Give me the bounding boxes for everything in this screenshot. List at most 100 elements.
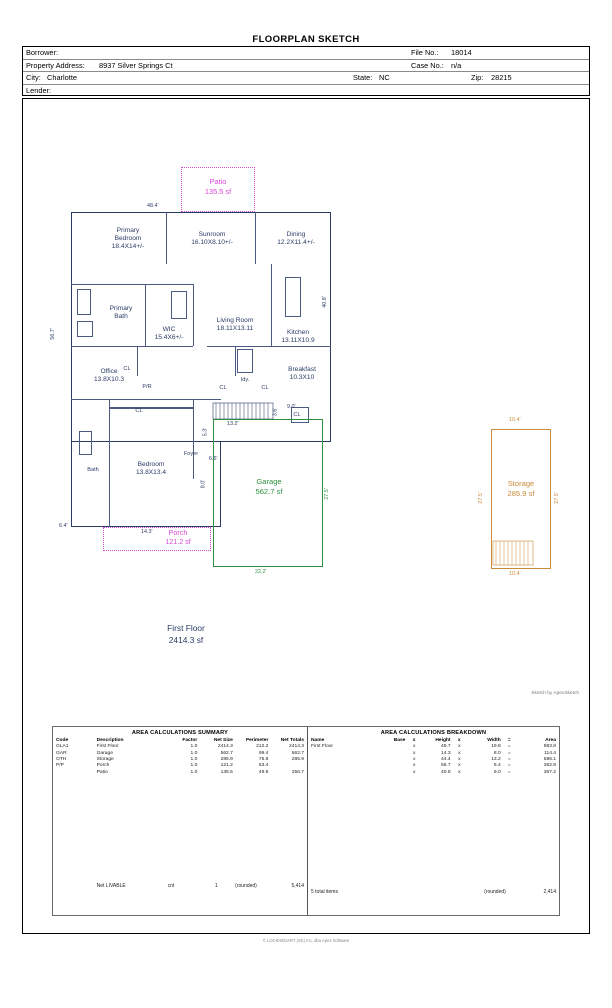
breakdown-col-width: Width xyxy=(487,737,501,743)
summary-factor: 1.0 xyxy=(190,750,198,756)
partition-primary-bed-bottom xyxy=(71,284,193,285)
breakdown-eq: = xyxy=(507,744,511,750)
closet-label-2: CL xyxy=(261,385,269,391)
tub-lower-fixture xyxy=(79,431,92,455)
porch-outline xyxy=(103,527,211,551)
room-sunroom: Sunroom 16.10X8.10+/- xyxy=(171,231,253,247)
breakdown-x2: x xyxy=(458,763,461,769)
dim-garage-right: 27.5' xyxy=(323,488,330,500)
zip-value: 28215 xyxy=(491,73,512,82)
case-no-label: Case No.: xyxy=(411,60,444,70)
breakdown-total-label: 5 total items xyxy=(311,889,338,895)
summary-description: Porch xyxy=(96,763,110,769)
closet-label-1: CL xyxy=(219,385,227,391)
breakdown-eq: = xyxy=(507,750,511,756)
powder-name: P/R xyxy=(142,384,152,390)
room-bath-lower: Bath xyxy=(77,467,109,474)
room-office: Office 13.8X10.3 xyxy=(75,368,143,384)
breakdown-table-grid: Name Base x Height x Width = Area First … xyxy=(308,736,559,775)
breakdown-col-name: Name xyxy=(311,737,325,743)
breakdown-height: 40.8 xyxy=(441,769,451,775)
kitchen-island-fixture xyxy=(285,277,301,317)
breakdown-name: First Floor xyxy=(311,744,334,750)
garage-label: Garage 562.7 sf xyxy=(219,477,319,497)
breakdown-x1: x xyxy=(412,750,416,756)
room-wic: WIC 15.4X6+/- xyxy=(141,326,197,342)
partition-laundry-top xyxy=(207,346,271,347)
closet-label-3: CL xyxy=(135,408,143,414)
summary-perimeter: 75.8 xyxy=(258,756,269,762)
state-value: NC xyxy=(379,73,390,82)
breakdown-width: 9.0 xyxy=(493,769,501,775)
porch-area: 121.2 sf xyxy=(165,537,191,546)
table-row: x 56.7 x 6.4 = 362.8 xyxy=(308,763,559,769)
dim-cl-depth: 3.6' xyxy=(272,407,279,417)
summary-code xyxy=(53,769,94,775)
summary-net-totals: 285.9 xyxy=(291,756,304,762)
summary-code: GLA1 xyxy=(56,744,69,750)
room-bedroom: Bedroom 13.8X13.4 xyxy=(117,461,185,477)
summary-net-size: 121.2 xyxy=(220,763,233,769)
sketch-attribution: Sketch by ApexSketch xyxy=(531,691,579,696)
closet-wic: CL xyxy=(117,366,137,373)
dim-stair-width: 13.2' xyxy=(227,421,239,427)
summary-description: First Floor xyxy=(96,744,119,750)
foyer-name: Foyer xyxy=(183,451,199,457)
room-laundry: Idy. xyxy=(233,377,257,384)
property-address-value: 8937 Silver Springs Ct xyxy=(99,60,173,70)
table-row: GLA1 First Floor 1.0 2414.3 212.2 2414.3 xyxy=(53,744,307,750)
breakdown-col-base: Base xyxy=(393,737,406,743)
sunroom-dims: 16.10X8.10+/- xyxy=(191,239,233,247)
laundry-name: Idy. xyxy=(240,377,250,383)
closet-bedroom: CL xyxy=(129,408,149,415)
patio-outline xyxy=(181,167,255,212)
breakdown-area: 983.8 xyxy=(543,744,556,750)
lender-label: Lender: xyxy=(26,85,52,95)
office-dims: 13.8X10.3 xyxy=(93,376,125,384)
partition-laundry-right xyxy=(235,346,236,376)
breakdown-total-value: 2,414 xyxy=(543,889,556,895)
summary-net-totals: 256.7 xyxy=(291,769,304,775)
primary-bath-name2: Bath xyxy=(114,313,128,321)
summary-factor: 1.0 xyxy=(190,769,198,775)
storage-label: Storage 285.9 sf xyxy=(491,479,551,499)
breakdown-eq: = xyxy=(507,763,511,769)
first-floor-name: First Floor xyxy=(167,623,205,633)
room-living: Living Room 18.11X13.11 xyxy=(197,317,273,333)
breakdown-eq: = xyxy=(507,769,511,775)
storage-stairs-icon xyxy=(492,540,534,566)
stairs-icon xyxy=(212,402,274,420)
summary-net-totals: 562.7 xyxy=(291,750,304,756)
first-floor-total: First Floor 2414.3 sf xyxy=(131,623,241,646)
breakdown-width: 8.0 xyxy=(493,750,501,756)
summary-net-size: 285.9 xyxy=(220,756,233,762)
summary-perimeter: 63.4 xyxy=(258,763,269,769)
bath-lower-name: Bath xyxy=(87,467,99,473)
city-value: Charlotte xyxy=(47,73,77,82)
kitchen-dims: 13.11X10.9 xyxy=(281,337,315,345)
partition-closet-bedroom xyxy=(109,407,193,409)
breakdown-x1: x xyxy=(412,769,416,775)
window-fixture-dining xyxy=(291,407,309,423)
dim-top-left: 48.4' xyxy=(147,203,159,209)
partition-sunroom-left xyxy=(166,212,167,264)
table-row: Patio 1.0 135.5 49.9 256.7 xyxy=(53,769,307,775)
room-breakfast: Breakfast 10.3X10 xyxy=(273,366,331,382)
summary-code: OTH xyxy=(56,756,67,762)
summary-net-size: 562.7 xyxy=(220,750,233,756)
wic-dims: 15.4X6+/- xyxy=(154,334,184,342)
room-kitchen: Kitchen 13.11X10.9 xyxy=(267,329,329,345)
header-row-city: City: Charlotte State: NC Zip: 28215 xyxy=(23,72,589,85)
summary-description: Patio xyxy=(96,769,108,775)
dim-right-side: 40.8' xyxy=(321,296,328,308)
breakdown-x2: x xyxy=(458,756,461,762)
breakdown-height: 56.7 xyxy=(441,763,451,769)
garage-top-edge xyxy=(213,419,323,421)
summary-total-unit: cnt xyxy=(167,883,175,889)
table-row: x 40.8 x 9.0 = 367.2 xyxy=(308,769,559,775)
breakdown-totals-row: 5 total items (rounded) 2,414 xyxy=(308,889,559,895)
garage-name: Garage xyxy=(256,477,282,486)
breakdown-area: 362.8 xyxy=(543,763,556,769)
breakdown-total-rounded: (rounded) xyxy=(484,889,506,895)
storage-outline xyxy=(491,429,551,569)
